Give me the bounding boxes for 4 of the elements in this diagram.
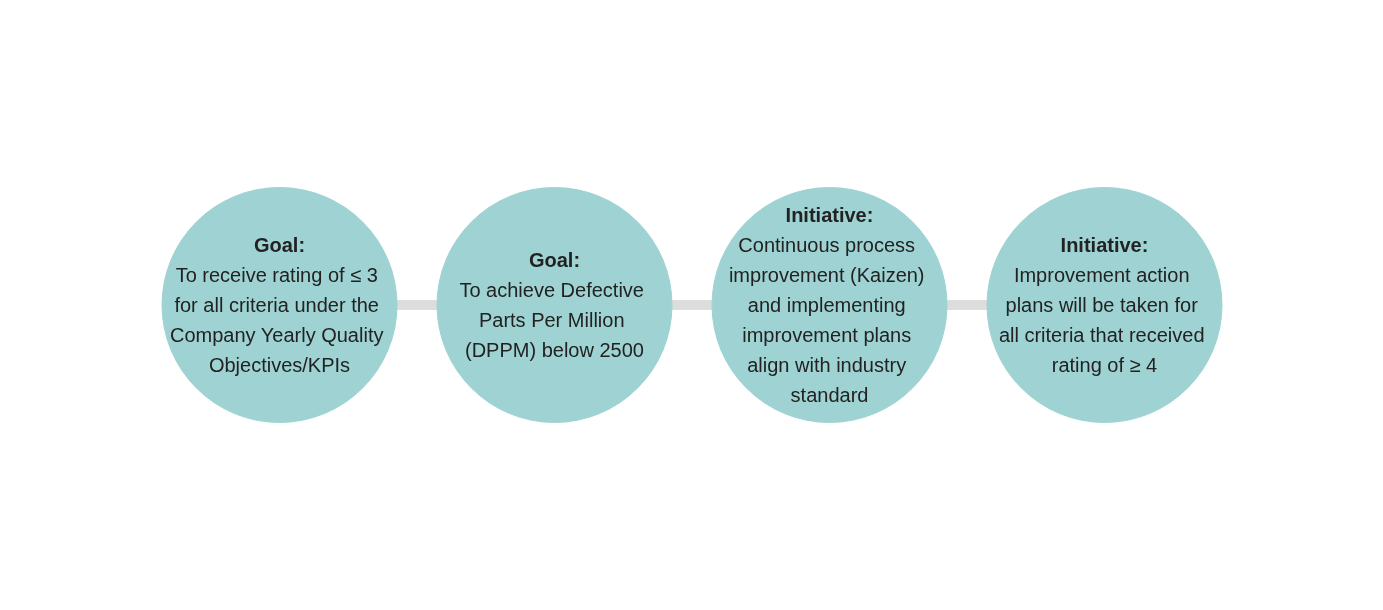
node-circle: Initiative: Continuous process improvement (Kaizen) and implementing improvement plans align with industry standard (711, 187, 947, 423)
node-circle: Goal: To achieve Defective Parts Per Million (DPPM) below 2500 (436, 187, 672, 423)
node-circle: Goal: To receive rating of ≤ 3 for all criteria under the Company Yearly Quality Objectives/KPIs (161, 187, 397, 423)
node-circle: Initiative: Improvement action plans will be taken for all criteria that received rating of ≥ 4 (986, 187, 1222, 423)
